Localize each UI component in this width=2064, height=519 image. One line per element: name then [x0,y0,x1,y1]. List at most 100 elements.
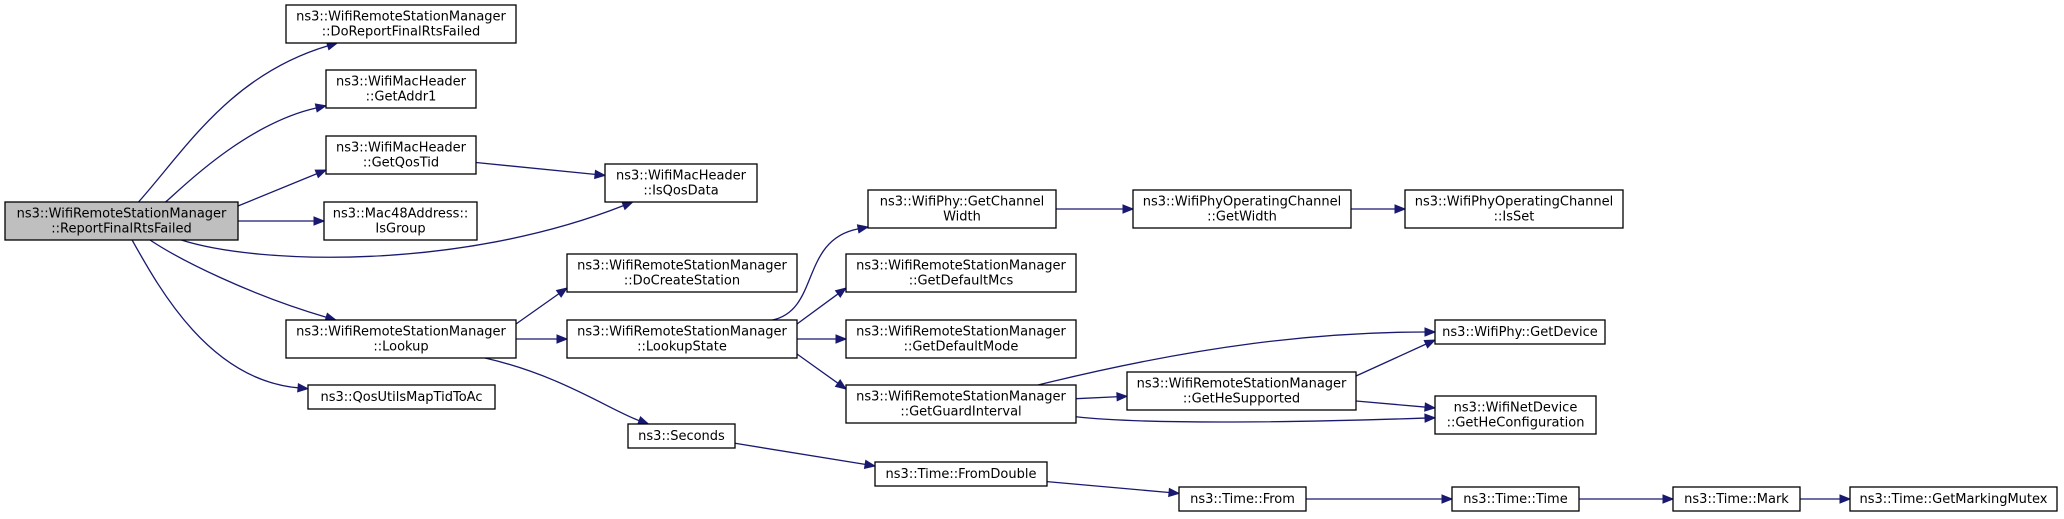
node-label-line: ::Lookup [373,340,428,355]
node-label-line: ns3::WifiRemoteStationManager [577,325,787,340]
node-ns3-wifiremotestationmanager-lookupstate[interactable]: ns3::WifiRemoteStationManager::LookupSta… [566,319,798,359]
node-box [285,4,517,44]
node-ns3-time-mark[interactable]: ns3::Time::Mark [1672,486,1801,512]
node-ns3-wifiphyoperatingchannel-getwidth[interactable]: ns3::WifiPhyOperatingChannel::GetWidth [1132,189,1352,229]
arrow-head-icon [1122,204,1135,214]
edge-n20-to-n21 [1046,480,1181,498]
arrow-head-icon [594,169,607,180]
node-label-line: ns3::WifiRemoteStationManager [296,10,506,25]
node-ns3-time-time[interactable]: ns3::Time::Time [1451,486,1580,512]
node-ns3-wifiphy-getdevice[interactable]: ns3::WifiPhy::GetDevice [1434,319,1606,345]
arrow-head-icon [1424,402,1437,412]
arrow-head-icon [1424,327,1437,337]
arrow-head-icon [1662,494,1675,504]
edge-line [484,357,640,422]
node-box [1126,371,1357,411]
node-box [627,423,736,449]
node-ns3-qosutilsmaptidtoac[interactable]: ns3::QosUtilsMapTidToAc [307,384,496,410]
node-ns3-wifiphyoperatingchannel-isset[interactable]: ns3::WifiPhyOperatingChannel::IsSet [1404,189,1624,229]
node-label-line: ns3::WifiPhy::GetDevice [1442,325,1598,340]
node-label-line: ns3::WifiPhyOperatingChannel [1143,195,1342,210]
arrow-head-icon [1839,494,1852,504]
node-ns3-wifiremotestationmanager-gethesupported[interactable]: ns3::WifiRemoteStationManager::GetHeSupp… [1126,371,1357,411]
node-ns3-wifiremotestationmanager-getdefaultmcs[interactable]: ns3::WifiRemoteStationManager::GetDefaul… [845,253,1077,293]
node-ns3-time-from[interactable]: ns3::Time::From [1178,486,1307,512]
node-label-line: ns3::Time::From [1190,492,1295,507]
edge-line [796,353,839,384]
node-box [4,201,239,241]
node-ns3-wifiremotestationmanager-lookup[interactable]: ns3::WifiRemoteStationManager::Lookup [285,319,517,359]
node-box [604,163,758,203]
node-ns3-wifiremotestationmanager-getguardinterval[interactable]: ns3::WifiRemoteStationManager::GetGuardI… [845,384,1077,424]
node-box [845,319,1077,359]
edge-line [1355,400,1426,408]
edge-n6-to-n10 [484,357,650,425]
node-label-line: ::GetAddr1 [366,90,437,105]
node-label-line: ns3::WifiPhy::GetChannel [880,195,1045,210]
node-label-line: ns3::Mac48Address:: [333,207,468,222]
node-label-line: ns3::Time::Time [1463,492,1567,507]
node-label-line: ::GetWidth [1207,210,1277,225]
node-label-line: ns3::WifiRemoteStationManager [1137,377,1347,392]
edge-n6-to-n9 [516,334,569,344]
node-box [323,201,478,241]
node-label-line: ns3::WifiRemoteStationManager [577,259,787,274]
node-ns3-seconds[interactable]: ns3::Seconds [627,423,736,449]
node-label-line: ns3::WifiMacHeader [616,169,747,184]
arrow-head-icon [863,459,877,469]
node-label-line: Width [943,210,981,225]
node-box [1178,486,1307,512]
node-ns3-mac48address-isgroup[interactable]: ns3::Mac48Address::IsGroup [323,201,478,241]
node-label-line: ns3::WifiRemoteStationManager [296,325,506,340]
edge-line [1037,331,1426,386]
edge-n0-to-n3 [237,169,328,207]
arrow-head-icon [1424,413,1437,423]
node-box [867,189,1057,229]
node-box [1672,486,1801,512]
edge-line [237,173,317,207]
node-label-line: ::DoCreateStation [624,274,740,289]
edge-n23-to-n24 [1800,494,1852,504]
node-ns3-time-getmarkingmutex[interactable]: ns3::Time::GetMarkingMutex [1849,486,2058,512]
node-label-line: ::GetHeSupported [1183,392,1300,407]
node-ns3-wifiremotestationmanager-getdefaultmode[interactable]: ns3::WifiRemoteStationManager::GetDefaul… [845,319,1077,359]
edge-line [475,161,596,176]
arrow-head-icon [834,287,848,299]
node-label-line: ::GetDefaultMcs [909,274,1014,289]
edge-n14-to-n18 [1075,392,1129,402]
arrow-head-icon [856,224,870,234]
edge-n22-to-n23 [1579,494,1675,504]
node-ns3-time-fromdouble[interactable]: ns3::Time::FromDouble [874,461,1048,487]
edge-line [1075,396,1118,400]
node-label-line: ns3::Time::GetMarkingMutex [1860,492,2048,507]
node-ns3-wifimacheader-isqosdata[interactable]: ns3::WifiMacHeader::IsQosData [604,163,758,203]
node-box [325,135,477,175]
node-ns3-wifiremotestationmanager-reportfinalrtsfailed[interactable]: ns3::WifiRemoteStationManager::ReportFin… [4,201,239,241]
edge-n0-to-n7 [131,239,310,393]
node-box [285,319,517,359]
edge-line [734,442,866,466]
node-box [1434,395,1597,435]
node-label-line: ::DoReportFinalRtsFailed [322,25,480,40]
node-label-line: ::GetQosTid [363,156,439,171]
edge-n14-to-n17 [1037,327,1437,386]
node-ns3-wifiremotestationmanager-doreportfinalrtsfailed[interactable]: ns3::WifiRemoteStationManager::DoReportF… [285,4,517,44]
node-label-line: ::GetDefaultMode [904,340,1019,355]
arrow-head-icon [555,287,569,298]
edge-n18-to-n19 [1355,400,1437,412]
node-box [566,319,798,359]
node-ns3-wifinetdevice-getheconfiguration[interactable]: ns3::WifiNetDevice::GetHeConfiguration [1434,395,1597,435]
node-ns3-wifimacheader-getqostid[interactable]: ns3::WifiMacHeader::GetQosTid [325,135,477,175]
node-label-line: ns3::WifiPhyOperatingChannel [1415,195,1614,210]
edge-line [1355,343,1427,377]
node-label-line: ::IsSet [1494,210,1535,225]
node-ns3-wifimacheader-getaddr1[interactable]: ns3::WifiMacHeader::GetAddr1 [325,69,477,109]
arrow-head-icon [834,379,848,390]
edge-n15-to-n16 [1351,204,1407,214]
edge-line [1075,416,1426,423]
node-box [307,384,496,410]
edge-n9-to-n13 [797,334,848,344]
node-ns3-wifiremotestationmanager-docreatestation[interactable]: ns3::WifiRemoteStationManager::DoCreateS… [566,253,798,293]
